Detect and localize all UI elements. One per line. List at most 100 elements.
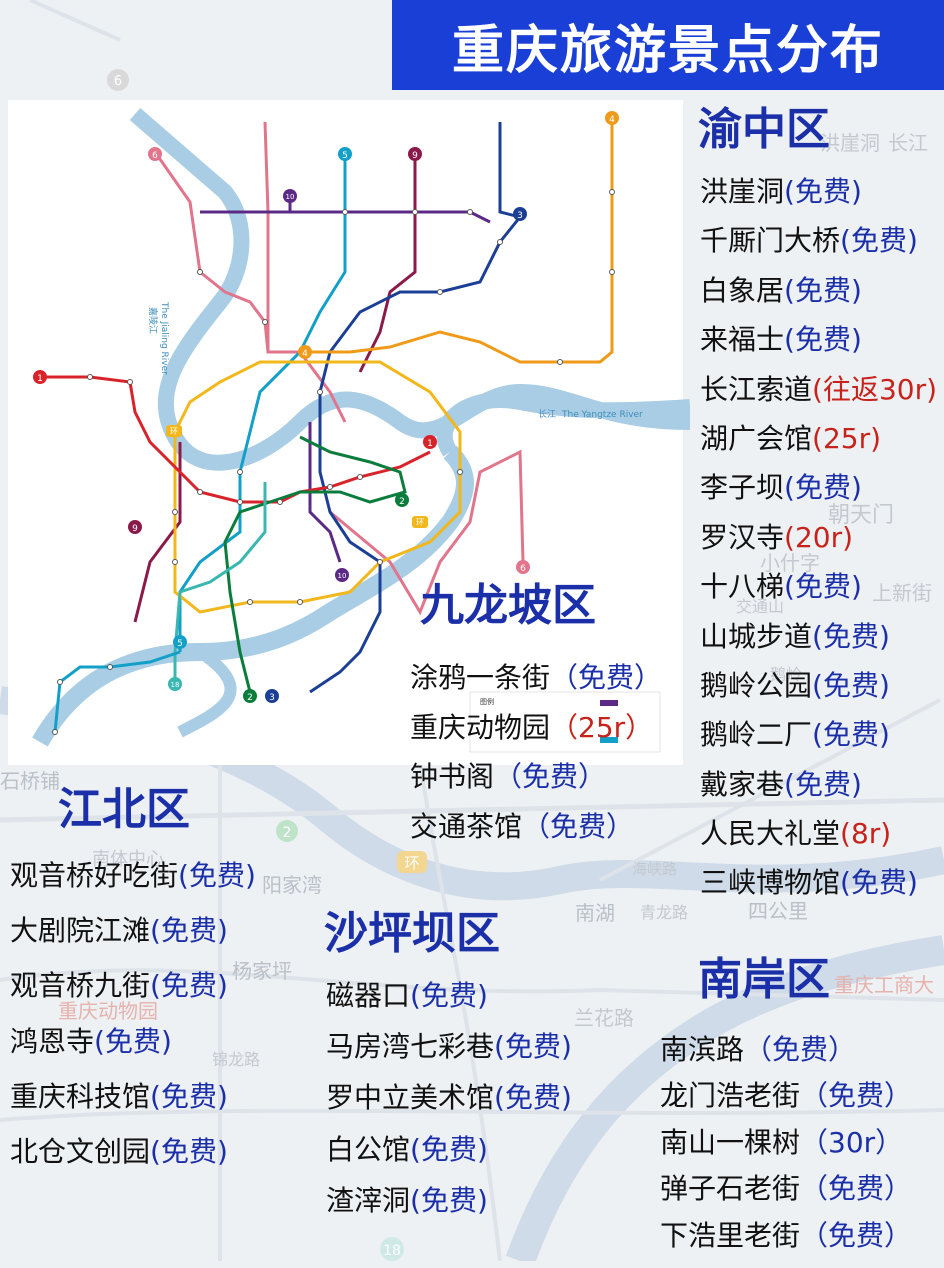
list-item: 十八梯(免费) — [700, 570, 862, 604]
bg-label-chaotianmen: 朝天门 — [828, 503, 894, 528]
district-jiangbei-title: 江北区 — [58, 784, 190, 835]
badge-loop: 环 — [166, 425, 182, 437]
bg-label-hongyadong: 洪崖洞 — [820, 131, 880, 155]
list-item: 磁器口(免费) — [326, 979, 488, 1012]
list-item: 长江索道(往返30r) — [700, 372, 938, 406]
line-9 — [358, 152, 417, 373]
line-3 — [309, 122, 523, 694]
bg-label-lanhualu: 兰花路 — [574, 1006, 634, 1030]
svg-text:10: 10 — [286, 193, 295, 201]
svg-text:10: 10 — [338, 572, 347, 580]
bg-label-jiaotongshan: 交通山 — [736, 597, 784, 616]
bg-label-qinglonglu: 青龙路 — [640, 903, 688, 922]
badge-line-5b: 5 — [173, 635, 187, 649]
bg-label-sigongli: 四公里 — [748, 899, 808, 923]
bg-label-xiaoshizi: 小什字 — [760, 551, 820, 575]
list-item: 千厮门大桥(免费) — [700, 224, 918, 258]
river-label-jialing: 嘉陵江 — [147, 307, 159, 334]
bg-label-6: 6 — [114, 74, 122, 89]
district-nanan-list: 南滨路（免费） 龙门浩老街（免费） 南山一棵树（30r） 弹子石老街（免费） 下… — [660, 1036, 912, 1268]
bg-label-jinlonglu: 锦龙路 — [212, 1050, 260, 1069]
list-item: 北仓文创园(免费) — [10, 1134, 228, 1168]
badge-line-4: 4 — [605, 111, 619, 125]
river-yangtze-upper — [436, 392, 690, 457]
river-label-jialing-en: The Jialing River — [159, 301, 169, 375]
line-5 — [178, 152, 347, 652]
line-9-west — [133, 442, 182, 623]
list-item: 湖广会馆(25r) — [700, 421, 882, 455]
river-label-yangtze: 长江 — [538, 408, 556, 420]
svg-text:4: 4 — [609, 115, 615, 125]
list-item: 戴家巷(免费) — [700, 767, 862, 801]
district-nanan-title: 南岸区 — [698, 954, 830, 1005]
badge-line-3: 3 — [513, 207, 527, 221]
bg-label-2: 2 — [283, 825, 292, 841]
list-item: 南滨路（免费） — [660, 1033, 857, 1066]
badge-line-2b: 2 — [243, 689, 257, 703]
legend-title: 图例 — [480, 697, 494, 706]
svg-text:5: 5 — [342, 151, 348, 161]
district-yuzhong-list: 洪崖洞(免费) 千厮门大桥(免费) 白象居(免费) 来福士(免费) 长江索道(往… — [700, 178, 937, 919]
svg-text:1: 1 — [37, 374, 43, 384]
list-item: 观音桥九街(免费) — [10, 969, 228, 1003]
list-item: 南山一棵树（30r） — [660, 1125, 904, 1159]
list-item: 重庆动物园（25r） — [410, 710, 654, 744]
badge-line-4b: 4 — [298, 345, 312, 359]
svg-text:5: 5 — [177, 639, 183, 649]
line-10-south — [288, 192, 342, 563]
list-item: 观音桥好吃街(免费) — [10, 859, 256, 892]
bg-label-ctbu: 重庆工商大 — [834, 973, 934, 997]
metro-map: 嘉陵江 The Jialing River 长江 The Yangtze Riv… — [0, 92, 690, 772]
list-item: 罗中立美术馆(免费) — [326, 1081, 572, 1115]
svg-text:环: 环 — [416, 518, 424, 527]
line-4 — [305, 122, 614, 364]
badge-line-1b: 1 — [423, 435, 437, 449]
bg-label-loop: 环 — [404, 854, 419, 872]
district-jiulongpo-list: 涂鸦一条街（免费） 重庆动物园（25r） 钟书阁（免费） 交通茶馆（免费） — [410, 664, 662, 862]
station-dots — [52, 189, 615, 735]
district-shapingba-title: 沙坪坝区 — [324, 908, 500, 959]
line-2 — [223, 435, 407, 693]
badge-loop-b: 环 — [412, 516, 428, 528]
svg-text:3: 3 — [269, 693, 275, 703]
svg-text:2: 2 — [247, 693, 253, 703]
bg-label-yangjiawan: 阳家湾 — [262, 873, 322, 897]
bg-label-yangjiaping: 杨家坪 — [232, 959, 292, 983]
bg-label-shangxinjie: 上新街 — [872, 581, 932, 605]
bg-label-haixialu: 海峡路 — [632, 860, 677, 878]
list-item: 山城步道(免费) — [700, 619, 890, 653]
metro-legend: 图例 — [469, 691, 661, 753]
list-item: 涂鸦一条街（免费） — [410, 661, 663, 694]
list-item: 弹子石老街（免费） — [660, 1172, 913, 1206]
bg-label-nanhu: 南湖 — [575, 901, 615, 925]
list-item: 鸿恩寺(免费) — [10, 1024, 172, 1058]
page-title: 重庆旅游景点分布 — [392, 0, 944, 90]
svg-text:9: 9 — [132, 524, 138, 534]
badge-line-6: 6 — [148, 147, 162, 161]
badge-line-10: 10 — [283, 189, 297, 203]
river-branch — [177, 647, 237, 738]
list-item: 重庆科技馆(免费) — [10, 1079, 228, 1113]
list-item: 交通茶馆（免费） — [410, 809, 635, 843]
line-6-branch — [263, 121, 270, 352]
svg-text:1: 1 — [427, 439, 433, 449]
bg-label-18: 18 — [383, 1243, 401, 1259]
list-item: 李子坝(免费) — [700, 471, 862, 505]
svg-text:6: 6 — [152, 151, 158, 161]
line-6 — [153, 151, 347, 423]
metro-network: 嘉陵江 The Jialing River 长江 The Yangtze Riv… — [32, 107, 690, 753]
badge-line-1: 1 — [33, 370, 47, 384]
line-1 — [40, 375, 431, 504]
district-jiangbei-list: 观音桥好吃街(免费) 大剧院江滩(免费) 观音桥九街(免费) 鸿恩寺(免费) 重… — [10, 862, 256, 1193]
district-yuzhong-title: 渝中区 — [698, 104, 830, 155]
svg-text:9: 9 — [412, 151, 418, 161]
badge-line-6b: 6 — [516, 560, 530, 574]
bg-label-eling: 鹅岭 — [770, 665, 802, 684]
badge-line-9b: 9 — [128, 520, 142, 534]
list-item: 人民大礼堂(8r) — [700, 817, 892, 851]
list-item: 白公馆(免费) — [326, 1132, 488, 1166]
list-item: 马房湾七彩巷(免费) — [326, 1030, 572, 1064]
list-item: 渣滓洞(免费) — [326, 1183, 488, 1217]
line-6-south — [329, 449, 525, 616]
badge-line-5: 5 — [338, 147, 352, 161]
